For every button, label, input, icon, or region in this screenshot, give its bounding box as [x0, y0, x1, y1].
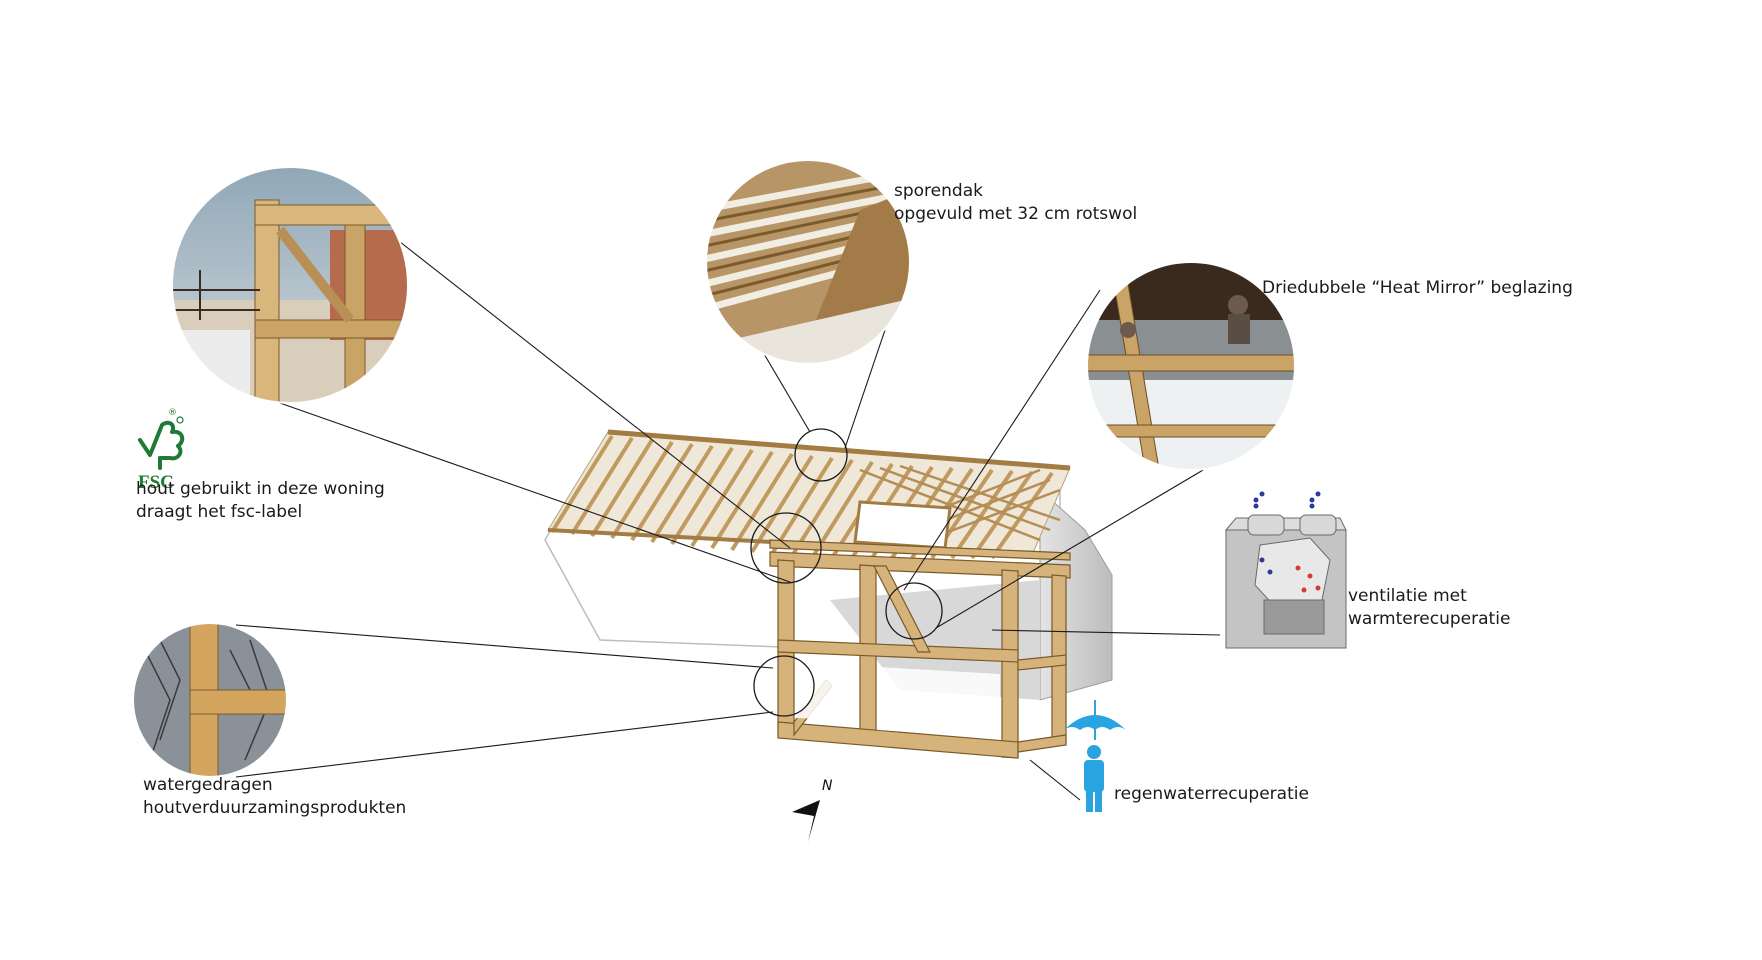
north-arrow-icon: N — [792, 778, 833, 842]
water-products-label-line1: watergedragen — [143, 775, 273, 795]
rainwater-label: regenwaterrecuperatie — [1114, 783, 1309, 806]
photo-timber-frame-border — [171, 166, 409, 404]
leader-lines — [235, 237, 1221, 801]
umbrella-person-icon — [1064, 700, 1126, 812]
fsc-tree-icon — [138, 416, 185, 470]
photo-glazing-border — [1086, 261, 1296, 471]
fsc-registered-mark: ® — [168, 408, 177, 418]
roof-ridge-beam — [607, 429, 1071, 471]
ventilation-label: ventilatie met warmterecuperatie — [1348, 585, 1510, 631]
photo-glazing — [1087, 262, 1295, 470]
water-products-label-line2: houtverduurzamingsprodukten — [143, 798, 407, 818]
fsc-label-line1: hout gebruikt in deze woning — [136, 479, 385, 499]
glazing-label-line1: Driedubbele “Heat Mirror” beglazing — [1262, 278, 1573, 298]
glazing-label: Driedubbele “Heat Mirror” beglazing — [1262, 277, 1573, 300]
fsc-label-line2: draagt het fsc-label — [136, 502, 303, 522]
fsc-logo-text: FSC — [138, 472, 174, 493]
photo-rafter-roof-border — [705, 159, 911, 365]
photo-timber-frame — [172, 167, 408, 403]
photo-treated-timber — [133, 623, 287, 777]
ventilation-label-line2: warmterecuperatie — [1348, 609, 1511, 629]
glazing-panels — [795, 654, 1000, 738]
sporendak-label: sporendak opgevuld met 32 cm rotswol — [894, 180, 1137, 226]
photo-treated-timber-border — [132, 622, 288, 778]
sporendak-label-line2: opgevuld met 32 cm rotswol — [894, 204, 1138, 224]
ventilation-label-line1: ventilatie met — [1348, 586, 1467, 606]
detail-callout-circles — [750, 428, 943, 717]
north-arrow-letter: N — [822, 778, 833, 794]
house-gable-wall — [1039, 488, 1113, 701]
sporendak-label-line1: sporendak — [894, 181, 983, 201]
house-model — [544, 428, 1113, 759]
water-products-label: watergedragen houtverduurzamingsprodukte… — [143, 774, 406, 820]
fsc-label: hout gebruikt in deze woning draagt het … — [136, 478, 385, 524]
photo-rafter-roof — [706, 160, 910, 364]
house-side-wall — [830, 580, 1040, 700]
rainwater-label-line1: regenwaterrecuperatie — [1114, 784, 1309, 804]
ventilation-unit-icon — [1224, 491, 1347, 649]
